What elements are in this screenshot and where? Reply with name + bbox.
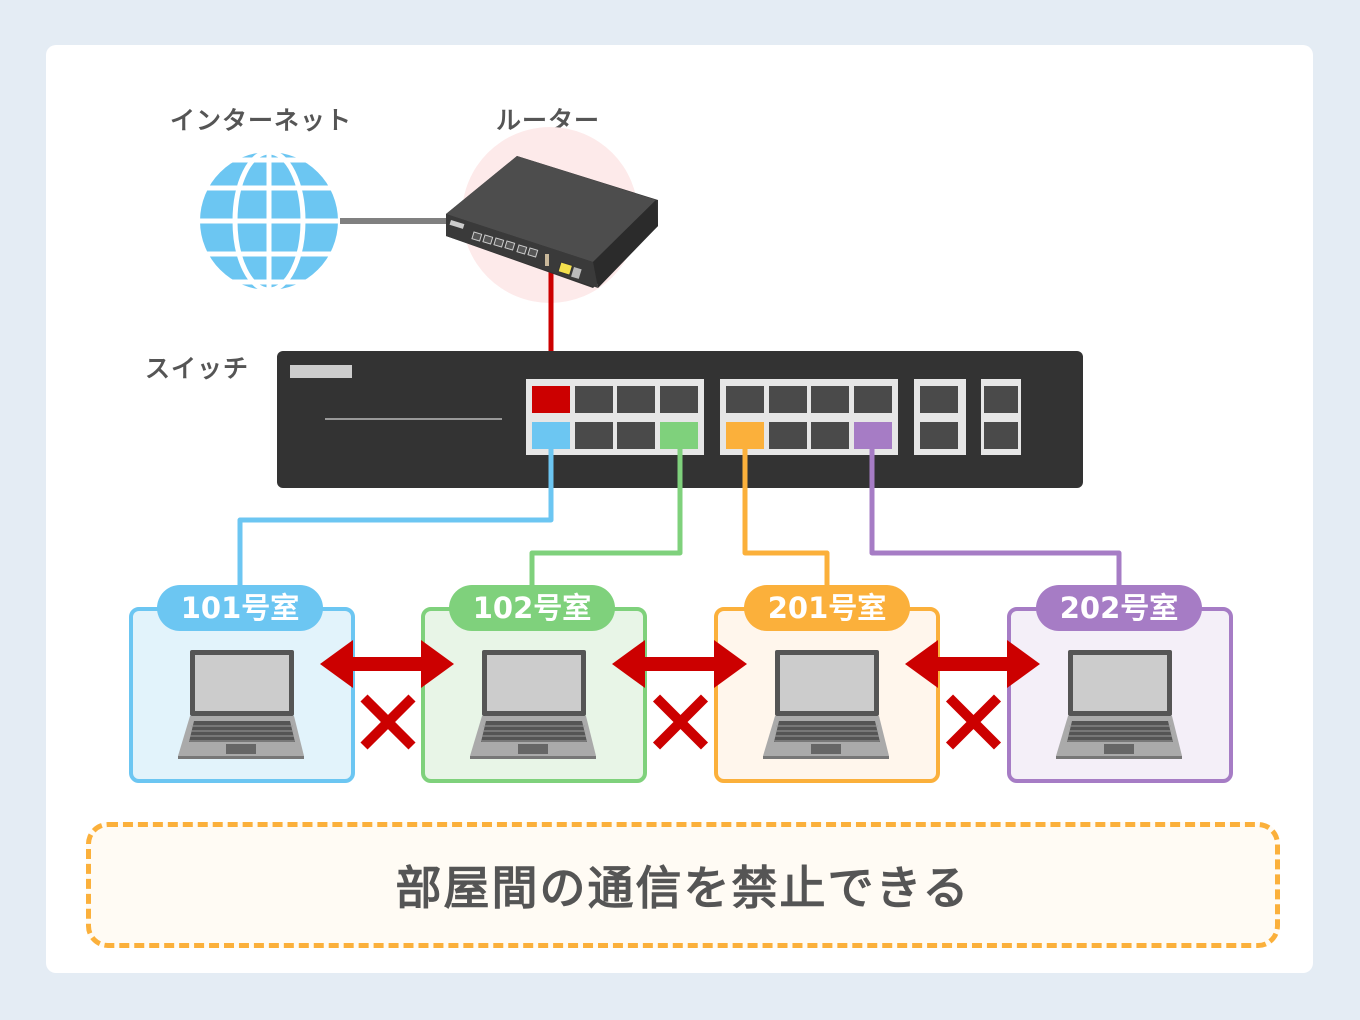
switch-port — [769, 422, 807, 449]
switch-port — [811, 422, 849, 449]
room-201-label: 201号室 — [744, 585, 910, 631]
blocked-x-icon — [360, 694, 416, 750]
switch-badge — [290, 365, 352, 378]
cable-102 — [529, 440, 683, 590]
switch-port — [984, 422, 1018, 449]
switch-label: スイッチ — [145, 354, 250, 383]
laptop-icon — [178, 650, 304, 759]
cable-202 — [869, 440, 1122, 590]
switch-port — [575, 422, 613, 449]
globe-icon — [200, 149, 338, 293]
switch-port — [532, 386, 570, 413]
switch-port — [920, 422, 958, 449]
summary-text: 部屋間の通信を禁止できる — [395, 861, 971, 915]
laptop-icon — [763, 650, 889, 759]
room-101-label: 101号室 — [157, 585, 323, 631]
bidirectional-arrow — [612, 640, 747, 688]
laptop-icon — [1056, 650, 1182, 759]
cable-201 — [742, 440, 830, 590]
room-102-label: 102号室 — [449, 585, 615, 631]
summary-box: 部屋間の通信を禁止できる — [86, 822, 1280, 948]
blocked-x-icon — [945, 694, 1002, 750]
switch-port — [811, 386, 849, 413]
router-icon — [446, 156, 658, 288]
switch-port — [854, 386, 892, 413]
switch-port — [617, 386, 655, 413]
switch-port — [726, 386, 764, 413]
switch-port — [617, 422, 655, 449]
internet-label: インターネット — [170, 106, 353, 135]
room-202-label: 202号室 — [1036, 585, 1202, 631]
switch-port — [769, 386, 807, 413]
switch-port — [660, 386, 698, 413]
cable-101 — [237, 440, 554, 590]
bidirectional-arrow — [905, 640, 1040, 688]
switch-ports — [532, 386, 1018, 449]
laptop-icon — [470, 650, 596, 759]
blocked-x-icon — [652, 694, 709, 750]
switch-port — [984, 386, 1018, 413]
switch-port — [920, 386, 958, 413]
switch-port — [575, 386, 613, 413]
bidirectional-arrow — [320, 640, 454, 688]
